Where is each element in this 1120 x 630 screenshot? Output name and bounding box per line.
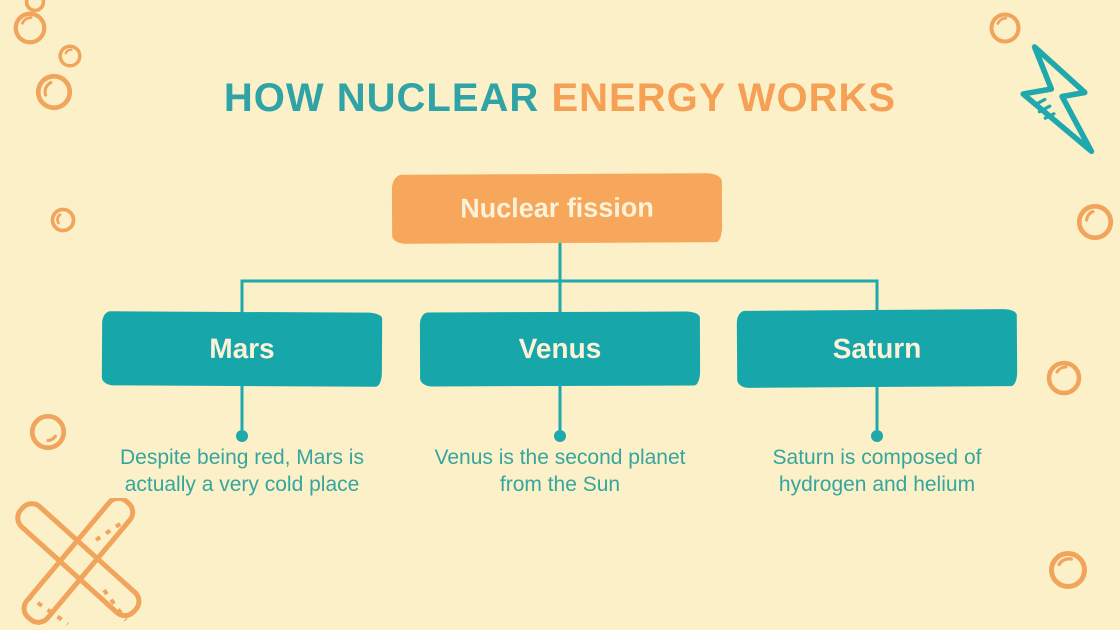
description-saturn: Saturn is composed of hydrogen and heliu… xyxy=(707,445,1047,499)
connector-dot xyxy=(236,430,248,442)
bubble-icon xyxy=(58,44,82,68)
description-venus-line-1: Venus is the second planet xyxy=(434,446,686,469)
cross-doodle-icon xyxy=(15,498,142,626)
bubble-icon xyxy=(35,73,73,111)
connector-branch xyxy=(240,279,879,318)
node-nuclear-fission-label: Nuclear fission xyxy=(460,192,654,224)
bubble-icon xyxy=(1049,551,1087,589)
bubble-icon xyxy=(50,207,76,233)
bubble-icon xyxy=(1046,360,1082,396)
node-saturn: Saturn xyxy=(736,309,1018,388)
title-part-orange: ENERGY WORKS xyxy=(551,76,897,120)
node-nuclear-fission: Nuclear fission xyxy=(391,173,723,244)
node-venus: Venus xyxy=(419,311,701,387)
bubble-icon xyxy=(13,11,47,45)
bubble-icon xyxy=(1076,203,1114,241)
description-mars-line-1: Despite being red, Mars is xyxy=(120,446,364,469)
description-mars-line-2: actually a very cold place xyxy=(124,472,360,496)
title-part-teal: HOW NUCLEAR xyxy=(223,76,540,120)
description-venus: Venus is the second planet from the Sun xyxy=(390,445,730,499)
node-mars: Mars xyxy=(101,311,383,387)
description-venus-line-2: from the Sun xyxy=(499,472,621,496)
lightning-bolt-icon xyxy=(1020,44,1095,155)
node-mars-label: Mars xyxy=(209,332,275,365)
slide-title: HOW NUCLEAR ENERGY WORKS xyxy=(0,76,1120,121)
connector-dot xyxy=(554,430,566,442)
description-saturn-line-1: Saturn is composed of xyxy=(772,446,982,469)
node-saturn-label: Saturn xyxy=(832,332,922,364)
bubble-icon xyxy=(24,0,46,13)
connector-dot xyxy=(871,430,883,442)
node-venus-label: Venus xyxy=(518,332,602,365)
description-mars: Despite being red, Mars is actually a ve… xyxy=(72,445,412,499)
bubble-icon xyxy=(29,413,67,451)
bubble-icon xyxy=(989,12,1021,44)
description-saturn-line-2: hydrogen and helium xyxy=(778,472,976,496)
